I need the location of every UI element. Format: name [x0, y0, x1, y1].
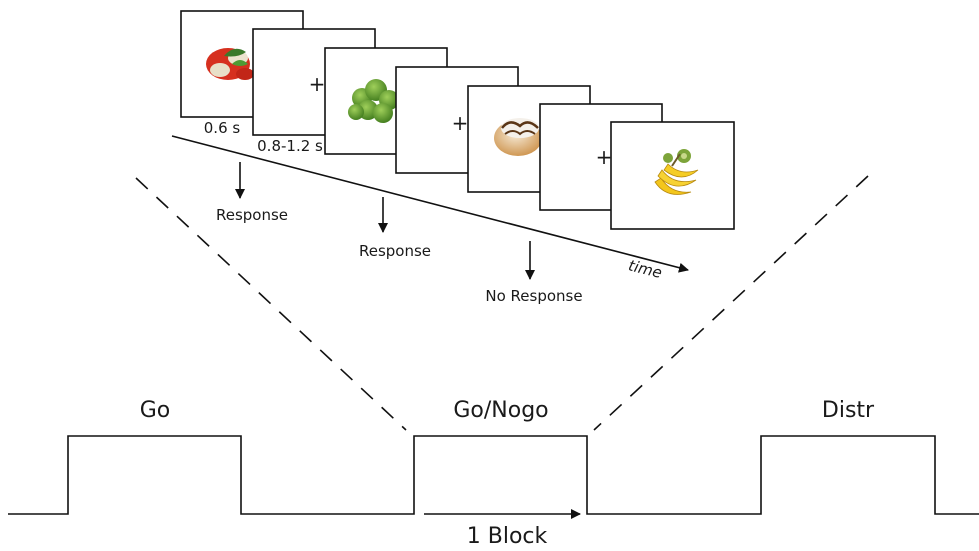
no-response-label: No Response: [485, 287, 582, 305]
fixation-cross: +: [452, 111, 469, 135]
stimulus-duration-label: 0.6 s: [204, 119, 241, 137]
bananas-kiwi-image: [654, 149, 699, 195]
fixation-cross: +: [596, 145, 613, 169]
tomato-salad-image: [206, 48, 254, 80]
response-label-2: Response: [359, 242, 431, 260]
donut-image: [494, 118, 542, 156]
response-label-1: Response: [216, 206, 288, 224]
block-label-distr: Distr: [822, 398, 875, 423]
time-axis-label: time: [627, 256, 664, 282]
zoom-dashed-line-right: [593, 175, 869, 431]
time-axis-arrow: [171, 135, 689, 273]
block-timeline: [8, 435, 979, 515]
block-label-go-nogo: Go/Nogo: [453, 398, 548, 423]
fixation-cross: +: [309, 72, 326, 96]
block-label-go: Go: [140, 398, 171, 423]
zoom-dashed-line-left: [135, 177, 407, 431]
block-span-label: 1 Block: [467, 524, 548, 549]
brussels-sprouts-image: [348, 79, 399, 123]
fixation-duration-label: 0.8-1.2 s: [257, 137, 323, 155]
stimulus-frame-4: [610, 121, 735, 230]
